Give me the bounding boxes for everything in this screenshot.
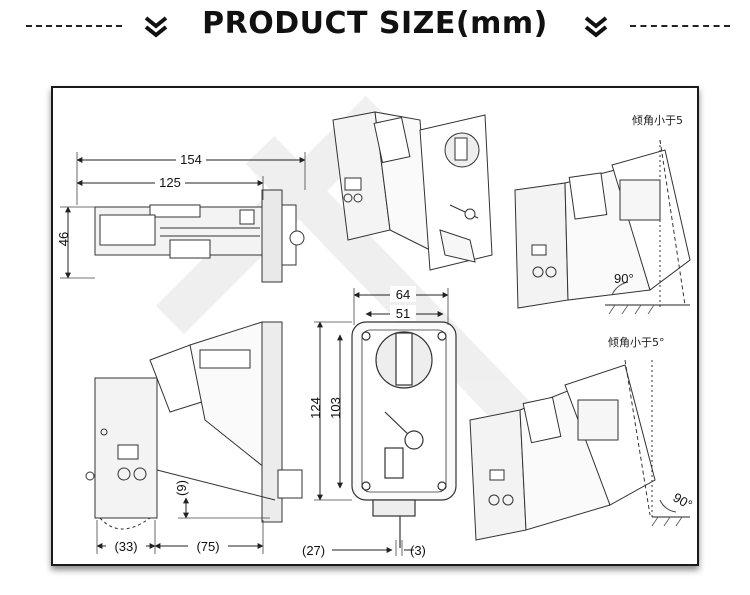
dim-label-bg — [390, 286, 416, 302]
dim-label-bg — [390, 305, 416, 321]
dim-label-bg — [176, 151, 206, 167]
double-chevron-down-icon — [144, 16, 168, 38]
dim-124 — [314, 321, 352, 501]
dim-label-bg — [155, 174, 185, 190]
header: PRODUCT SIZE(mm) — [0, 0, 750, 60]
dim-label-3: (3) — [410, 543, 426, 558]
dim-bottom — [332, 540, 414, 556]
angle-label-top: 90° — [614, 271, 634, 286]
dim-label-64: 64 — [396, 287, 410, 302]
double-chevron-down-icon — [584, 16, 608, 38]
dim-label-33: (33) — [114, 539, 137, 554]
dim-label-103: 103 — [328, 397, 343, 419]
dim-label-27: (27) — [302, 543, 325, 558]
tilted-view-top — [514, 139, 691, 315]
right-dashed-rule — [630, 25, 730, 27]
dim-9 — [178, 497, 270, 519]
tilt-note-bottom: 倾角小于5° — [608, 336, 665, 349]
dim-label-51: 51 — [396, 306, 410, 321]
left-dashed-rule — [26, 25, 122, 27]
dim-label-125: 125 — [159, 175, 181, 190]
page-title: PRODUCT SIZE(mm) — [202, 6, 548, 41]
dim-label-154: 154 — [180, 152, 202, 167]
front-view — [351, 321, 457, 548]
dim-label-46: 46 — [56, 232, 71, 246]
dim-label-75: (75) — [196, 539, 219, 554]
tilt-note-top: 倾角小于5 — [632, 114, 683, 127]
side-view-top — [94, 189, 305, 283]
dim-46 — [60, 206, 95, 279]
dim-label-9: (9) — [174, 480, 189, 496]
isometric-view-top — [332, 111, 493, 271]
tilted-view-bottom — [469, 359, 690, 541]
dim-label-bg — [188, 538, 228, 554]
angle-label-bottom: 90° — [671, 490, 696, 513]
dim-label-124: 124 — [308, 397, 323, 419]
dim-label-bg — [106, 538, 146, 554]
side-view-bottom — [85, 321, 303, 530]
